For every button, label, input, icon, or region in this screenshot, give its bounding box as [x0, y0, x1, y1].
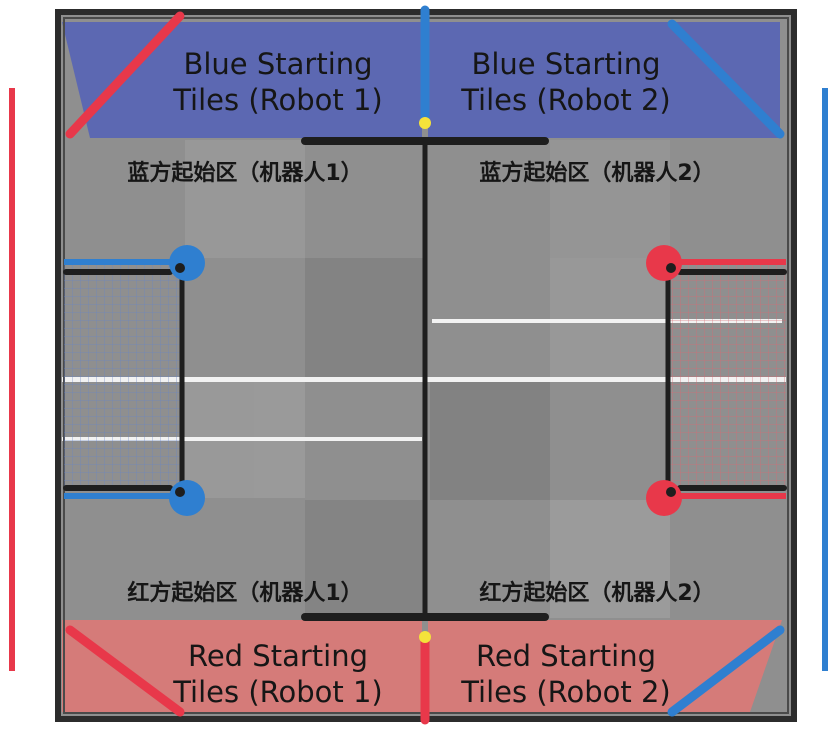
floor-tiles [185, 140, 670, 618]
blue-corner-pipe [667, 19, 785, 139]
blue-corner-pipe [667, 625, 785, 717]
blue-zone-robot2-label-cn: 蓝方起始区（机器人2） [479, 161, 715, 186]
red-zone-robot1-label-cn: 红方起始区（机器人1） [127, 581, 363, 606]
blue-zone-robot2-label: Blue Starting Tiles (Robot 2) [461, 47, 671, 117]
blue-goal-net [63, 245, 205, 516]
yellow-center-dot [419, 631, 431, 643]
red-corner-pipe [65, 625, 185, 717]
blue-zone-robot1-label: Blue Starting Tiles (Robot 1) [173, 47, 383, 117]
red-goal-net [646, 245, 787, 516]
red-zone-robot2-label-cn: 红方起始区（机器人2） [479, 581, 715, 606]
blue-alliance-side-bar [822, 88, 828, 671]
blue-zone-robot2 [428, 22, 780, 138]
red-zone-robot2 [428, 620, 782, 712]
red-zone-robot1-label: Red Starting Tiles (Robot 1) [173, 639, 383, 709]
red-corner-pipe [65, 11, 185, 139]
white-line [432, 319, 782, 323]
white-line [62, 437, 422, 441]
red-zone-robot2-label: Red Starting Tiles (Robot 2) [461, 639, 671, 709]
yellow-center-dot [419, 117, 431, 129]
blue-zone-robot1-label-cn: 蓝方起始区（机器人1） [127, 161, 363, 186]
red-alliance-side-bar [9, 88, 15, 671]
